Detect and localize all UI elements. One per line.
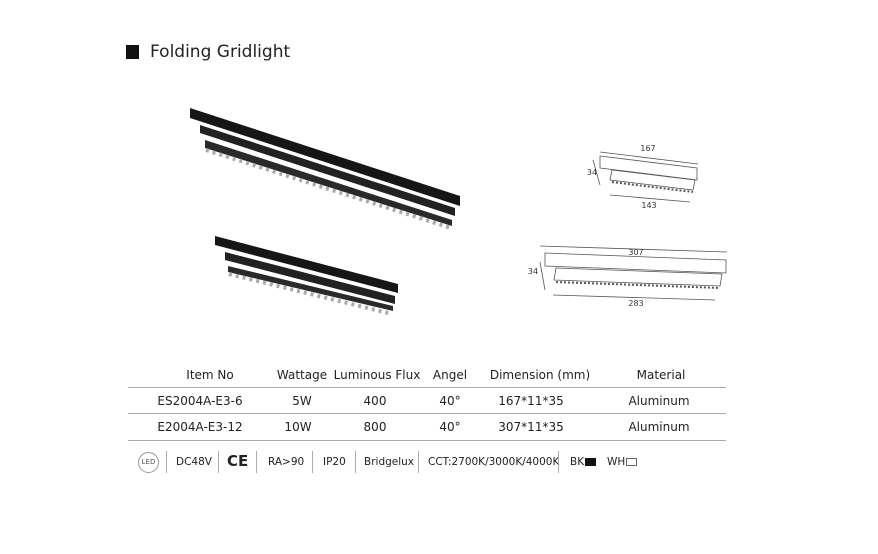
ce-mark-icon: CE: [227, 452, 249, 470]
small-bottom-length: 143: [641, 201, 656, 210]
row2-material: Aluminum: [628, 420, 690, 434]
voltage: DC48V: [176, 456, 212, 468]
row1-flux: 400: [363, 394, 387, 408]
small-fixture-photo: [215, 236, 398, 316]
large-height: 34: [528, 267, 538, 276]
row1-dimension: 167*11*35: [498, 394, 564, 408]
separator: [418, 451, 419, 473]
large-dimension-drawing: [539, 245, 728, 301]
header-material: Material: [636, 368, 686, 382]
header-luminous-flux: Luminous Flux: [333, 368, 421, 382]
separator: [218, 451, 219, 473]
small-top-length: 167: [640, 144, 655, 153]
small-height: 34: [587, 168, 597, 177]
color-black: BK: [570, 456, 597, 468]
row1-item-no: ES2004A-E3-6: [157, 394, 243, 408]
header-angel: Angel: [432, 368, 468, 382]
divider: [128, 440, 726, 441]
title-square-icon: [126, 45, 139, 59]
cct: CCT:2700K/3000K/4000K: [428, 456, 560, 468]
row1-material: Aluminum: [628, 394, 690, 408]
small-dimension-drawing: [592, 151, 699, 203]
black-swatch-icon: [585, 458, 597, 466]
header-dimension: Dimension (mm): [489, 368, 591, 382]
row1-wattage: 5W: [292, 394, 312, 408]
row2-flux: 800: [363, 420, 387, 434]
large-bottom-length: 283: [628, 299, 643, 308]
led-icon: LED: [138, 452, 159, 473]
separator: [558, 451, 559, 473]
ip-rating: IP20: [323, 456, 346, 468]
large-fixture-photo: [190, 108, 460, 230]
separator: [355, 451, 356, 473]
divider: [128, 387, 726, 388]
row2-dimension: 307*11*35: [498, 420, 564, 434]
color-white-label: WH: [607, 456, 626, 468]
row1-angel: 40°: [439, 394, 461, 408]
white-swatch-icon: [626, 458, 638, 466]
separator: [312, 451, 313, 473]
row2-angel: 40°: [439, 420, 461, 434]
chip-brand: Bridgelux: [364, 456, 415, 468]
ra: RA>90: [268, 456, 305, 468]
header-wattage: Wattage: [276, 368, 328, 382]
section-title: Folding Gridlight: [126, 42, 290, 62]
separator: [166, 451, 167, 473]
title-text: Folding Gridlight: [150, 42, 291, 62]
row2-wattage: 10W: [284, 420, 312, 434]
color-black-label: BK: [570, 456, 585, 468]
row2-item-no: E2004A-E3-12: [157, 420, 243, 434]
separator: [256, 451, 257, 473]
large-top-length: 307: [628, 248, 643, 257]
color-white: WH: [607, 456, 638, 468]
header-item-no: Item No: [186, 368, 234, 382]
divider: [128, 413, 726, 414]
